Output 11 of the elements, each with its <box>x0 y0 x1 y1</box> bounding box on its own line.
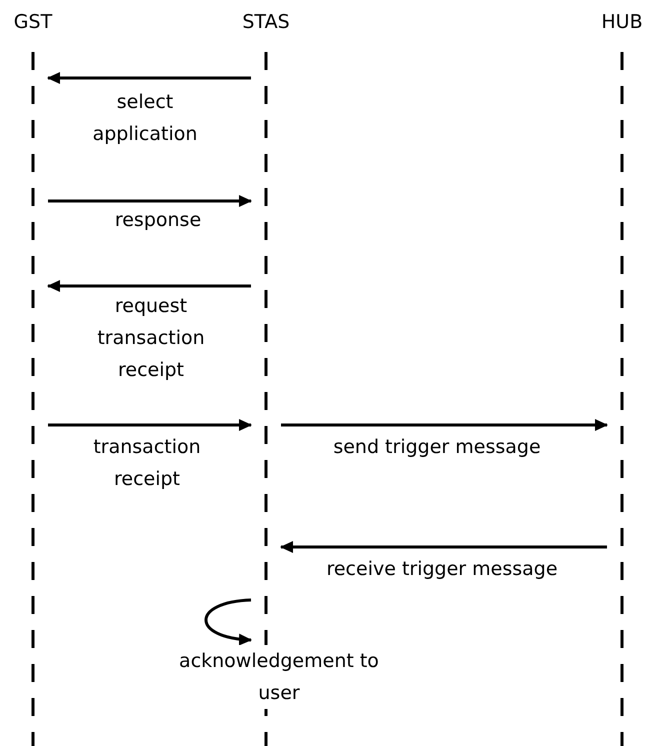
participant-label: HUB <box>601 10 643 35</box>
participant-label: GST <box>14 10 52 35</box>
message-arrow <box>48 419 252 431</box>
self-message-arrow <box>204 598 252 645</box>
message-label: acknowledgement to user <box>177 645 381 709</box>
message-arrow <box>280 541 607 553</box>
message-arrow <box>47 280 251 292</box>
participant-label: STAS <box>242 10 290 35</box>
message-arrow <box>48 195 252 207</box>
message-arrow <box>47 72 251 84</box>
message-arrow <box>281 419 608 431</box>
